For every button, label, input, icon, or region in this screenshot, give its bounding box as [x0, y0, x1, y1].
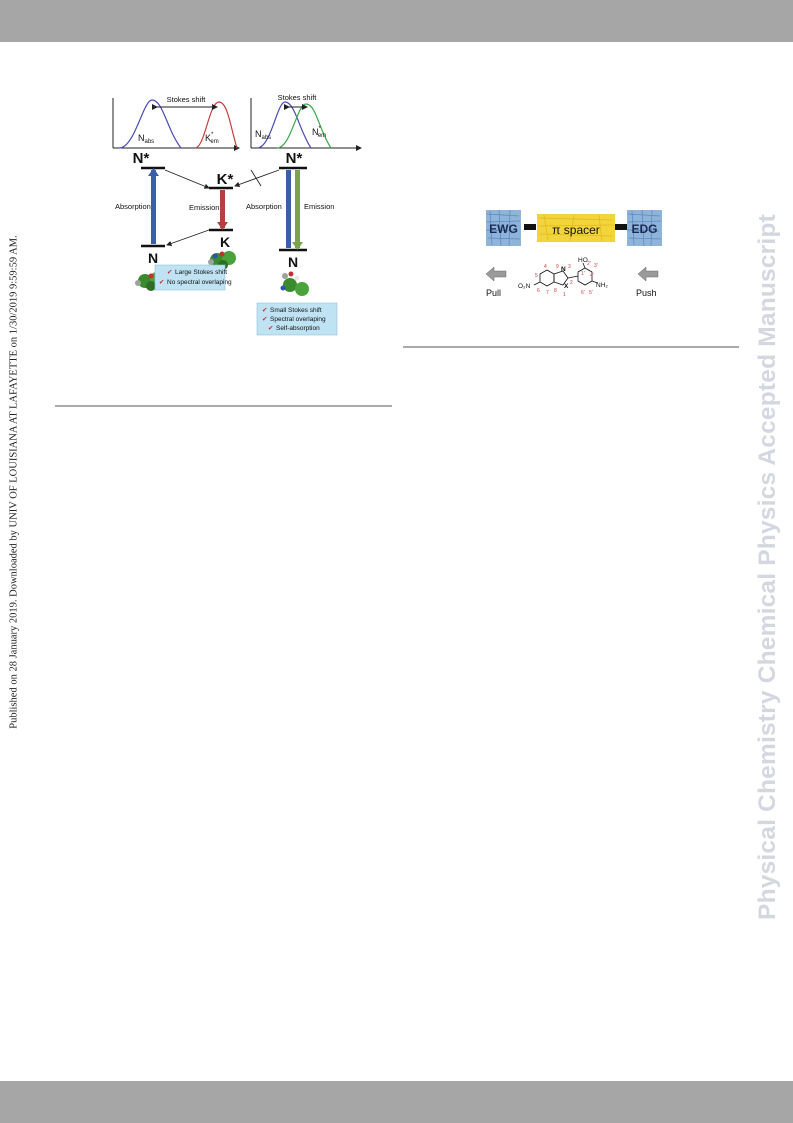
emission-arrowhead-k [217, 222, 228, 230]
num-2: 2 [570, 280, 573, 286]
n-abs2-sub: abs [262, 135, 272, 141]
emission-mid-label: Emission [189, 203, 219, 212]
absorption-left-label: Absorption [115, 202, 151, 211]
blocked-cross [250, 169, 262, 187]
spectrum-right: Stokes shift Nabs N*em [250, 93, 362, 151]
pull-arrow-icon [485, 266, 507, 282]
svg-text:Nabs: Nabs [255, 129, 271, 141]
connector-left [524, 224, 536, 230]
n-ground-right-label: N [288, 254, 298, 270]
gsipt-arrow [166, 229, 210, 247]
box-right-line-2: Spectral overlaping [270, 316, 326, 323]
pull-label: Pull [486, 288, 501, 298]
x-atom-label: X [564, 283, 569, 290]
k-star-label: K* [217, 171, 234, 188]
num-9: 9 [556, 264, 559, 270]
n-abs-label: N [138, 133, 145, 143]
download-note-text: Published on 28 January 2019. Downloaded… [8, 235, 20, 729]
num-2p: 2' [587, 261, 591, 267]
ewg-block: EWG [485, 209, 521, 247]
num-6p: 6' [581, 290, 585, 296]
benzo-ring [539, 269, 555, 287]
header-band [0, 0, 793, 42]
n-star-right-label: N* [286, 150, 303, 167]
o2n-label: O₂N [518, 283, 531, 290]
abs-curve-left [118, 99, 182, 149]
num-5: 5 [535, 273, 538, 279]
push-pull-molecule: O₂N NH₂ HO N X 3 9 4 5 6 7 8 1 2 2' 3' 1… [518, 257, 608, 298]
watermark-text: Physical Chemistry Chemical Physics Acce… [754, 214, 781, 920]
box-left-line-1: Large Stokes shift [175, 269, 227, 276]
num-1: 1 [563, 292, 566, 298]
box-right-line-3: Self-absorption [276, 325, 320, 332]
blocked-arrow [234, 169, 280, 187]
num-3p: 3' [594, 263, 598, 269]
svg-text:✔: ✔ [167, 269, 173, 276]
absorption-bar-right [286, 170, 291, 248]
edg-block: EDG [626, 209, 662, 247]
svg-text:✔: ✔ [159, 279, 165, 286]
ho-label: HO [578, 257, 588, 264]
stokes-label-left: Stokes shift [167, 95, 207, 104]
n-ground-left-label: N [148, 250, 158, 266]
emission-arrowhead-right [292, 242, 303, 250]
n-abs-sub: abs [145, 139, 155, 145]
emission-bar-right [295, 170, 300, 248]
n-abs2-label: N [255, 129, 262, 139]
checklist-box-left: ✔ Large Stokes shift ✔ No spectral overl… [154, 264, 232, 291]
em-curve-n [276, 103, 332, 149]
checklist-box-right: ✔ Small Stokes shift ✔ Spectral overlapi… [256, 302, 338, 336]
push-arrow-icon [637, 266, 659, 282]
em-curve-k [194, 101, 238, 149]
pi-spacer-block: π spacer [537, 214, 615, 242]
push-pull-scheme: EWG π spacer EDG Pull Push O₂N NH₂ HO N … [485, 209, 662, 298]
k-em-sub: em [210, 139, 218, 145]
stokes-label-right: Stokes shift [278, 93, 318, 102]
emission-right-label: Emission [304, 202, 334, 211]
num-4: 4 [544, 264, 547, 270]
svg-text:Nabs: Nabs [138, 133, 154, 145]
caption-rule-left [55, 405, 392, 407]
abs-curve-right [256, 101, 312, 149]
svg-text:✔: ✔ [268, 325, 274, 332]
nh2-label: NH₂ [596, 282, 608, 289]
pi-spacer-label: π spacer [552, 223, 600, 237]
k-ground-label: K [220, 234, 230, 250]
num-1p: 1' [581, 271, 585, 277]
num-8: 8 [554, 288, 557, 294]
spectrum-left: Stokes shift Nabs K*em [112, 95, 240, 151]
emission-bar-k [220, 190, 225, 228]
num-5p: 5' [589, 290, 593, 296]
push-label: Push [636, 288, 657, 298]
caption-rule-right [403, 346, 739, 348]
n-em-label: N [312, 127, 319, 137]
num-3: 3 [568, 264, 571, 270]
absorption-arrowhead-left [148, 168, 159, 176]
footer-band [0, 1081, 793, 1123]
svg-text:✔: ✔ [262, 307, 268, 314]
k-em-sup: * [211, 132, 214, 138]
connector-right [615, 224, 627, 230]
n-em-sup: * [319, 126, 322, 132]
box-left-line-2: No spectral overlaping [167, 279, 232, 286]
svg-text:✔: ✔ [262, 316, 268, 323]
n-em-sub: em [318, 133, 326, 139]
esipt-diagram: Stokes shift Nabs K*em Stokes shift Nabs… [112, 93, 362, 336]
num-4p: 4' [590, 273, 594, 279]
azole-ring [553, 270, 569, 286]
svg-text:K*em: K*em [205, 132, 219, 145]
absorption-right-label: Absorption [246, 202, 282, 211]
n-star-left-label: N* [133, 150, 150, 167]
n-atom-label: N [561, 266, 566, 273]
molecule-n-right [280, 271, 309, 296]
absorption-bar-left [151, 170, 156, 244]
ewg-label: EWG [489, 222, 518, 236]
box-right-line-1: Small Stokes shift [270, 307, 322, 314]
edg-label: EDG [631, 222, 657, 236]
num-7: 7 [546, 290, 549, 296]
num-6: 6 [537, 288, 540, 294]
k-em-label: K [205, 133, 211, 143]
svg-text:N*em: N*em [312, 126, 326, 139]
esipt-arrow [164, 169, 210, 189]
